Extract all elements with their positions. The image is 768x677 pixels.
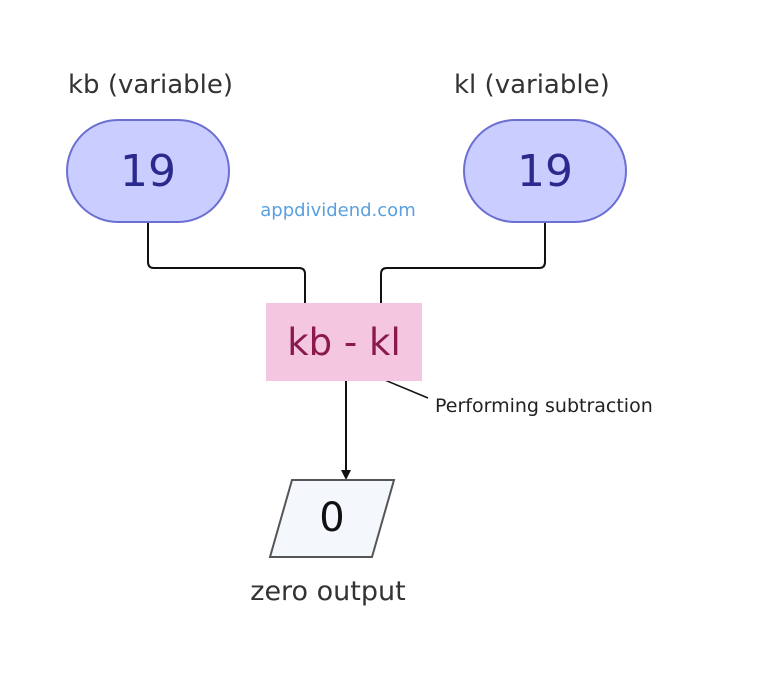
kb-variable-label: kb (variable) <box>68 70 234 100</box>
subtraction-operation-node: kb - kl <box>266 303 422 381</box>
kl-variable-node: 19 <box>463 119 627 223</box>
kb-variable-node: 19 <box>66 119 230 223</box>
connector-kb-to-operation <box>147 222 310 318</box>
watermark: appdividend.com <box>260 200 416 221</box>
kl-variable-label: kl (variable) <box>454 70 610 100</box>
connector-kl-to-operation <box>376 222 546 318</box>
output-label: zero output <box>250 576 406 607</box>
output-node-shape <box>268 479 396 558</box>
output-node-value: 0 <box>319 495 345 541</box>
operation-annotation: Performing subtraction <box>435 395 653 417</box>
